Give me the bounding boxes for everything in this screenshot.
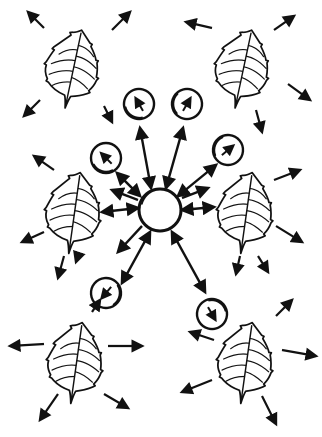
- leaf-top-left: [36, 24, 107, 113]
- satellite-bottom-right: [192, 294, 233, 335]
- satellite-mid-right: [207, 129, 249, 171]
- leaf-top-right: [206, 24, 277, 113]
- satellite-top-right: [167, 84, 208, 125]
- satellite-bottom-left: [85, 272, 127, 314]
- satellite-mid-left: [85, 137, 127, 179]
- leaf-bottom-right: [211, 318, 279, 407]
- center-hub: [139, 189, 181, 231]
- leaf-bottom-left: [41, 318, 109, 407]
- leaf-mid-left: [39, 168, 107, 257]
- satellite-top-left: [119, 84, 160, 125]
- leaf-mid-right: [211, 168, 279, 257]
